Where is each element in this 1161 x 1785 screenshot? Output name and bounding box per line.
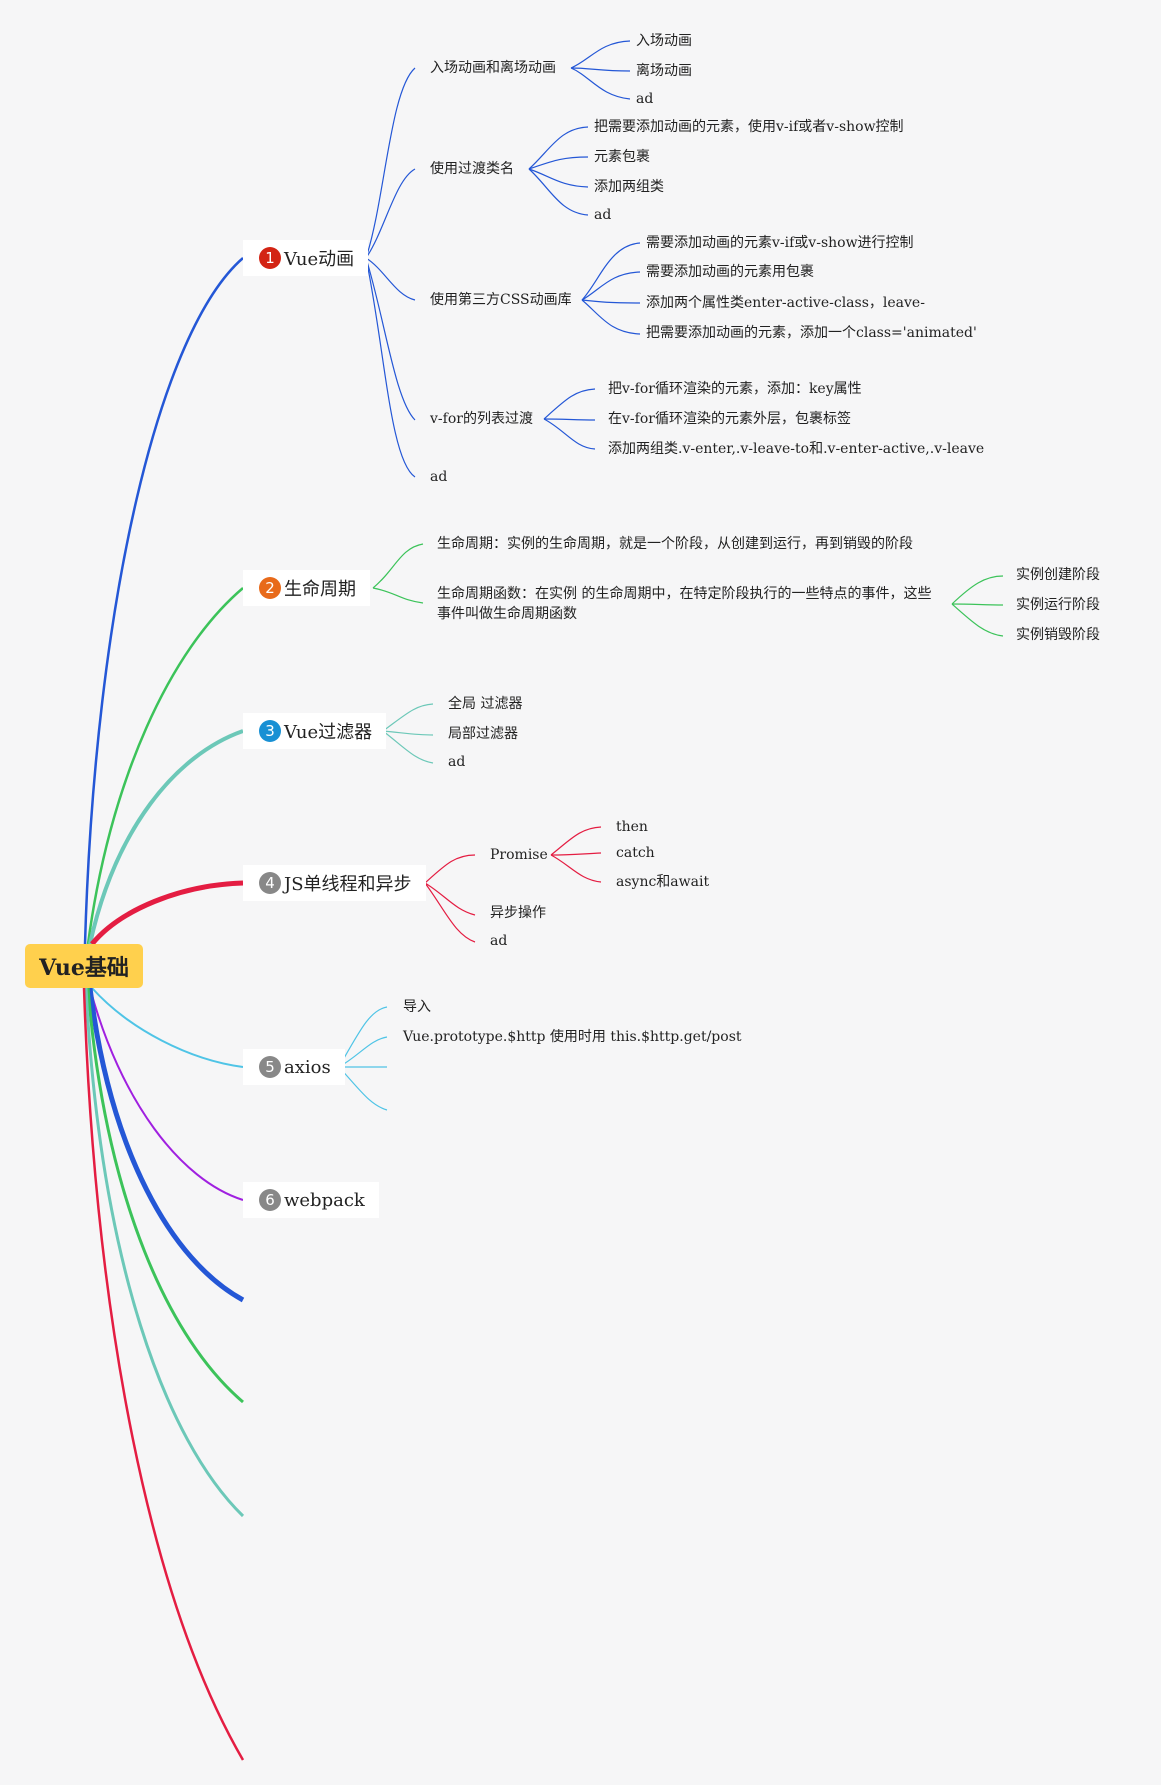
node-enter-animation[interactable]: 入场动画 [636, 33, 692, 49]
node-creation-phase[interactable]: 实例创建阶段 [1016, 567, 1100, 583]
node-import[interactable]: 导入 [403, 999, 431, 1015]
edge-b2-c2 [372, 587, 424, 604]
node-async-await[interactable]: async和await [616, 874, 710, 890]
node-http-prototype[interactable]: Vue.prototype.$http 使用时用 this.$http.get/… [403, 1029, 742, 1045]
edge-b4-c1 [424, 854, 476, 884]
edge-b3-c1 [382, 703, 434, 732]
edge-b1-c1 [365, 67, 416, 259]
node-ad[interactable]: ad [636, 91, 654, 107]
branch-vue-animation[interactable]: 1 Vue动画 [243, 240, 369, 276]
node-ad[interactable]: ad [594, 207, 612, 223]
node-third-party-css[interactable]: 使用第三方CSS动画库 [430, 292, 572, 308]
node-local-filter[interactable]: 局部过滤器 [448, 726, 518, 742]
node-running-phase[interactable]: 实例运行阶段 [1016, 597, 1100, 613]
edge-root-b4 [90, 880, 244, 946]
edge-b3-c2 [382, 730, 434, 736]
edge-b1-c4 [365, 257, 416, 421]
edge-root-extra-blue [87, 987, 245, 1303]
node-css-item-1[interactable]: 需要添加动画的元素v-if或v-show进行控制 [646, 235, 914, 251]
node-then[interactable]: then [616, 819, 648, 835]
node-transition-class[interactable]: 使用过渡类名 [430, 161, 514, 177]
root-label: Vue基础 [39, 955, 129, 981]
node-vfor-item-3[interactable]: 添加两组类.v-enter,.v-leave-to和.v-enter-activ… [608, 441, 985, 457]
edge-b5-c2 [338, 1036, 388, 1068]
node-enter-leave-animation[interactable]: 入场动画和离场动画 [430, 60, 556, 76]
node-vfor-item-1[interactable]: 把v-for循环渲染的元素，添加：key属性 [608, 381, 862, 397]
node-transition-item-1[interactable]: 把需要添加动画的元素，使用v-if或者v-show控制 [594, 119, 904, 135]
node-destroy-phase[interactable]: 实例销毁阶段 [1016, 627, 1100, 643]
node-transition-item-3[interactable]: 添加两组类 [594, 179, 664, 195]
branch-lifecycle[interactable]: 2 生命周期 [243, 570, 370, 606]
edge-root-b6 [89, 987, 244, 1201]
branch-vue-filters[interactable]: 3 Vue过滤器 [243, 713, 387, 749]
number-badge-icon: 4 [259, 872, 281, 894]
node-lifecycle-definition[interactable]: 生命周期：实例的生命周期，就是一个阶段，从创建到运行，再到销毁的阶段 [437, 536, 913, 552]
node-vfor-item-2[interactable]: 在v-for循环渲染的元素外层，包裹标签 [608, 411, 851, 427]
node-leave-animation[interactable]: 离场动画 [636, 63, 692, 79]
branch-label: Vue动画 [284, 249, 355, 270]
node-global-filter[interactable]: 全局 过滤器 [448, 696, 523, 712]
edge-b5-c4 [338, 1066, 388, 1111]
number-badge-icon: 6 [259, 1189, 281, 1211]
number-badge-icon: 5 [259, 1056, 281, 1078]
edge-b1-c5 [365, 257, 416, 478]
edge-root-b1 [83, 257, 244, 945]
branch-label: JS单线程和异步 [284, 874, 412, 895]
branch-js-async[interactable]: 4 JS单线程和异步 [243, 865, 426, 901]
node-ad[interactable]: ad [490, 933, 508, 949]
node-vfor-transition[interactable]: v-for的列表过渡 [430, 411, 533, 427]
node-transition-item-2[interactable]: 元素包裹 [594, 149, 650, 165]
node-lifecycle-functions[interactable]: 生命周期函数：在实例 的生命周期中，在特定阶段执行的一些特点的事件，这些事件叫做… [437, 586, 932, 622]
number-badge-icon: 3 [259, 720, 281, 742]
edge-root-b2 [86, 587, 244, 945]
root-node[interactable]: Vue基础 [25, 944, 143, 988]
edge-root-b5 [91, 987, 244, 1068]
edge-b4-c3 [424, 882, 476, 943]
edge-root-extra-red [82, 987, 245, 1761]
number-badge-icon: 2 [259, 577, 281, 599]
node-ad[interactable]: ad [448, 754, 466, 770]
node-css-item-3[interactable]: 添加两个属性类enter-active-class，leave- [646, 295, 925, 311]
edge-b1-c2 [365, 168, 416, 259]
branch-axios[interactable]: 5 axios [243, 1049, 345, 1085]
node-ad[interactable]: ad [430, 469, 448, 485]
branch-label: Vue过滤器 [284, 722, 373, 743]
edge-b3-c3 [382, 730, 434, 764]
edge-b2-c1 [372, 543, 424, 589]
number-badge-icon: 1 [259, 247, 281, 269]
node-promise[interactable]: Promise [490, 847, 548, 863]
edge-b1-c3 [365, 257, 416, 301]
node-async-operation[interactable]: 异步操作 [490, 905, 546, 921]
branch-label: axios [284, 1056, 331, 1078]
edge-b4-c2 [424, 882, 476, 916]
node-css-item-2[interactable]: 需要添加动画的元素用包裹 [646, 264, 814, 280]
edge-root-extra-teal [84, 987, 245, 1518]
edge-root-b3 [88, 729, 244, 945]
branch-label: webpack [284, 1189, 365, 1211]
branch-label: 生命周期 [284, 579, 356, 600]
node-catch[interactable]: catch [616, 845, 655, 861]
node-css-item-4[interactable]: 把需要添加动画的元素，添加一个class='animated' [646, 325, 977, 341]
edge-b5-c1 [338, 1006, 388, 1068]
branch-webpack[interactable]: 6 webpack [243, 1182, 379, 1218]
edge-root-extra-green [86, 987, 244, 1404]
